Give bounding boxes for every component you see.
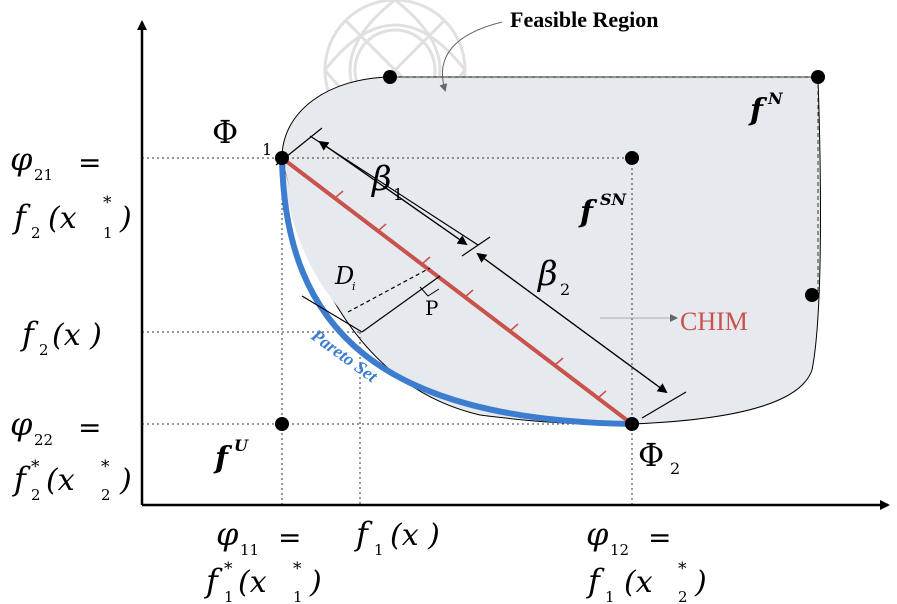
svg-text:N: N xyxy=(767,89,784,108)
phi1-point xyxy=(275,151,289,165)
beta-arrows xyxy=(318,140,668,394)
svg-text:): ) xyxy=(119,201,132,236)
svg-text:1: 1 xyxy=(393,185,403,204)
svg-text:=: = xyxy=(278,521,301,554)
normal-line xyxy=(301,267,441,333)
svg-text:SN: SN xyxy=(600,190,628,209)
svg-text:=: = xyxy=(78,411,101,444)
svg-text:f: f xyxy=(12,198,31,236)
svg-text:(x: (x xyxy=(48,201,77,236)
svg-text:*: * xyxy=(103,193,112,213)
svg-text:φ: φ xyxy=(586,515,609,553)
svg-text:φ: φ xyxy=(10,140,33,178)
svg-text:(x ): (x ) xyxy=(390,518,440,553)
svg-text:2: 2 xyxy=(670,459,680,478)
d-label: D xyxy=(334,262,354,290)
fU-label: f xyxy=(213,441,233,476)
svg-text:2: 2 xyxy=(560,280,570,299)
svg-text:i: i xyxy=(352,280,356,293)
svg-text:φ: φ xyxy=(10,405,33,443)
svg-text:(x ): (x ) xyxy=(52,318,102,353)
chim-label: CHIM xyxy=(680,307,748,336)
svg-text:(x: (x xyxy=(624,565,653,600)
svg-text:U: U xyxy=(234,436,249,455)
svg-text:1: 1 xyxy=(605,588,615,604)
svg-text:=: = xyxy=(78,146,101,179)
svg-text:2: 2 xyxy=(31,486,41,504)
svg-text:1: 1 xyxy=(374,541,384,559)
svg-text:(x: (x xyxy=(46,463,75,498)
svg-text:11: 11 xyxy=(240,541,259,559)
y-axis-labels: φ 21 = f 2 (x 1 * ) f 2 (x ) φ 22 = f 2 … xyxy=(10,140,132,504)
svg-text:): ) xyxy=(694,565,707,600)
svg-text:=: = xyxy=(648,521,671,554)
phi1-label: Φ xyxy=(212,113,238,151)
svg-text:2: 2 xyxy=(31,224,41,242)
svg-text:*: * xyxy=(31,457,40,477)
p-label: P xyxy=(425,296,438,320)
chim-line xyxy=(280,156,634,426)
pareto-curve xyxy=(279,157,633,427)
svg-text:*: * xyxy=(293,559,302,579)
svg-text:(x: (x xyxy=(238,565,267,600)
svg-text:1: 1 xyxy=(293,588,303,604)
svg-text:2: 2 xyxy=(678,588,688,604)
x-axis-labels: φ 11 = f 1 * (x 1 * ) f 1 (x ) φ 12 = f … xyxy=(204,515,707,604)
svg-text:2: 2 xyxy=(39,341,49,359)
fSN-point xyxy=(625,151,639,165)
guide-lines xyxy=(142,76,819,505)
svg-text:f: f xyxy=(12,460,31,498)
chim-ticks xyxy=(334,190,607,399)
svg-text:f: f xyxy=(20,315,39,353)
region-top-point xyxy=(383,70,397,84)
region-right-point xyxy=(805,288,819,302)
beta1-label: β xyxy=(370,159,392,199)
svg-text:f: f xyxy=(586,562,605,600)
points xyxy=(275,70,825,431)
svg-text:22: 22 xyxy=(34,431,53,449)
svg-text:1: 1 xyxy=(103,224,113,242)
svg-text:*: * xyxy=(678,559,687,579)
svg-text:): ) xyxy=(309,565,322,600)
svg-text:1: 1 xyxy=(224,588,234,604)
axes xyxy=(137,20,890,510)
svg-text:f: f xyxy=(204,562,223,600)
svg-text:21: 21 xyxy=(34,166,53,184)
svg-text:*: * xyxy=(101,457,110,477)
svg-text:φ: φ xyxy=(216,515,239,553)
svg-text:1: 1 xyxy=(262,140,272,159)
svg-text:): ) xyxy=(119,463,132,498)
feasible-region-label: Feasible Region xyxy=(510,7,659,32)
fN-point xyxy=(811,70,825,84)
svg-text:*: * xyxy=(224,559,233,579)
phi2-point xyxy=(625,417,639,431)
feasible-pointer xyxy=(439,21,503,92)
phi2-label: Φ xyxy=(638,436,664,474)
svg-text:12: 12 xyxy=(610,541,629,559)
beta2-label: β xyxy=(536,254,558,294)
svg-text:f: f xyxy=(354,515,373,553)
svg-text:2: 2 xyxy=(101,486,111,504)
fU-point xyxy=(275,417,289,431)
